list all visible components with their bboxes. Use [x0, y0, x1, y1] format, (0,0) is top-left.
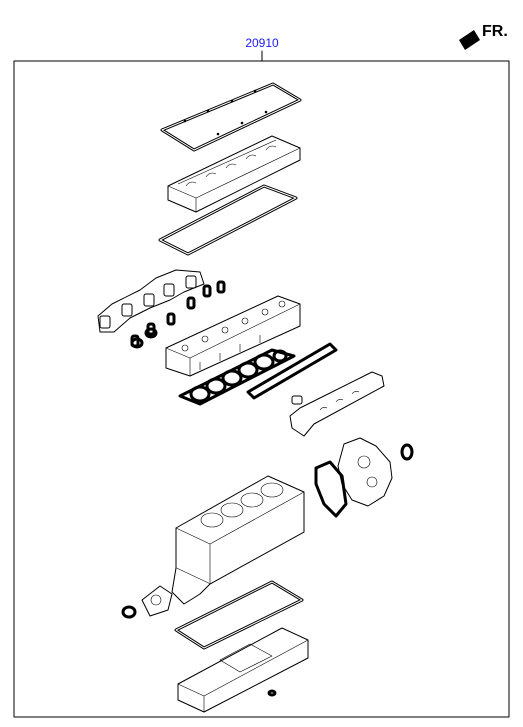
intake-gasket[interactable]: [246, 342, 338, 400]
rear-seal-housing[interactable]: [141, 585, 173, 617]
rear-crank-seal[interactable]: [121, 605, 137, 619]
valve-cover[interactable]: [167, 135, 301, 213]
timing-cover[interactable]: [337, 437, 393, 507]
cover-lower-gasket[interactable]: [158, 184, 298, 256]
front-direction-arrow-icon: [459, 30, 480, 50]
timing-cover-gasket[interactable]: [314, 460, 348, 518]
assembly-frame: [13, 60, 510, 718]
cylinder-block[interactable]: [171, 475, 305, 605]
part-number-label[interactable]: 20910: [245, 36, 279, 50]
drain-plug-washer[interactable]: [267, 689, 277, 697]
exhaust-manifold[interactable]: [97, 269, 205, 333]
intake-manifold[interactable]: [289, 371, 385, 437]
front-crank-seal[interactable]: [400, 443, 414, 461]
valve-cover-gasket[interactable]: [160, 82, 302, 152]
cylinder-head[interactable]: [165, 295, 301, 377]
oil-pan[interactable]: [177, 627, 309, 713]
oil-pan-gasket[interactable]: [174, 580, 304, 650]
direction-label: FR.: [482, 23, 508, 40]
port-seals[interactable]: [130, 327, 158, 349]
head-gasket[interactable]: [178, 348, 296, 406]
